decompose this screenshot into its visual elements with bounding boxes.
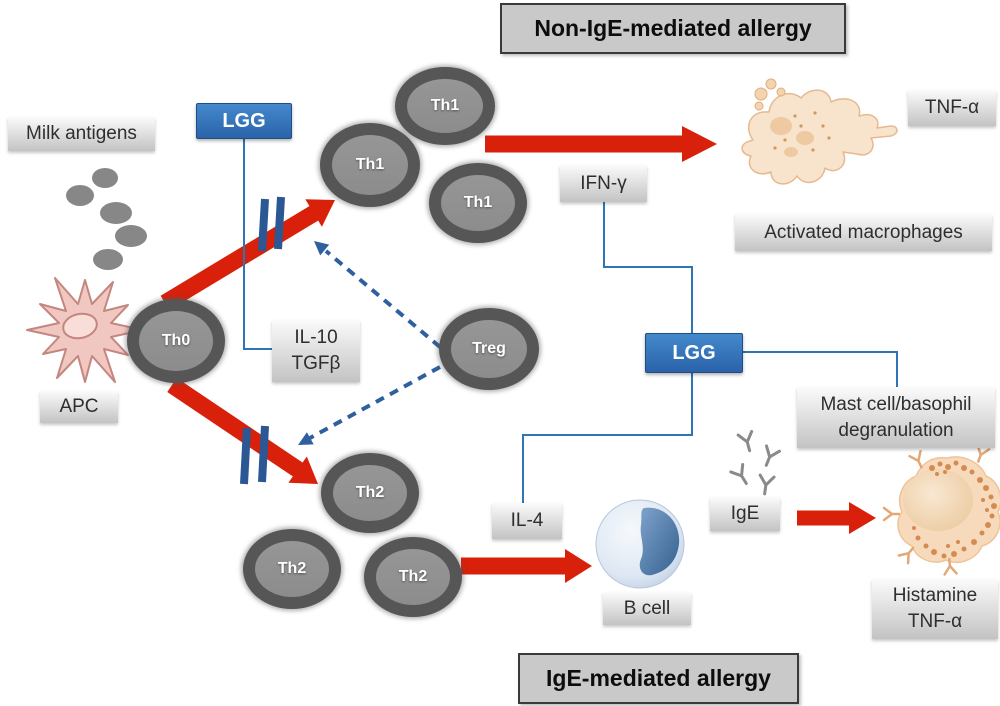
title-non-ige-mediated-allergy: Non-IgE-mediated allergy xyxy=(500,3,846,54)
th2-cell-body xyxy=(333,465,407,521)
apc-text: APC xyxy=(59,396,99,418)
th1-cell-body xyxy=(407,79,483,133)
milk-antigen-particle xyxy=(100,202,132,224)
histamine-text: Histamine xyxy=(892,585,978,607)
histamine-tnf-text: TNF-α xyxy=(907,611,963,632)
th2-cell: Th2 xyxy=(364,537,462,617)
lgg-box-top: LGG xyxy=(196,103,292,139)
il4-label: IL-4 xyxy=(492,503,562,539)
ige-label: IgE xyxy=(710,497,780,531)
ifn-gamma-text: IFN-γ xyxy=(580,172,627,194)
th2-cell-label: Th2 xyxy=(277,560,307,577)
b-cell-label: B cell xyxy=(603,592,691,625)
th1-cell-body xyxy=(441,175,515,231)
tnf-alpha-label: TNF-α xyxy=(908,90,996,126)
th1-cell-label: Th1 xyxy=(355,156,385,173)
activated-macrophages-text: Activated macrophages xyxy=(764,221,963,243)
th0-cell: Th0 xyxy=(127,299,225,383)
apc-label: APC xyxy=(40,391,118,423)
milk-antigen-particle xyxy=(92,168,118,188)
lgg-top-text: LGG xyxy=(222,109,266,132)
ifn-lgg-connector xyxy=(603,202,693,333)
th1-cell: Th1 xyxy=(395,67,495,145)
inhibition-bars-th1 xyxy=(258,196,285,252)
lgg-mid-text: LGG xyxy=(672,341,716,364)
ige-antibody-icon xyxy=(758,473,776,496)
th1-cell-body xyxy=(332,135,408,195)
treg-dashed-arrow-th1 xyxy=(314,241,442,349)
lgg-box-mid: LGG xyxy=(645,333,743,373)
arrow-ige-mastcell xyxy=(797,502,876,534)
fc-receptor-icon xyxy=(882,444,991,576)
treg-cell-label: Treg xyxy=(472,340,506,357)
il4-text: IL-4 xyxy=(510,510,544,532)
milk-antigen-particle xyxy=(66,185,94,206)
arrow-th0-th2 xyxy=(167,377,318,484)
title-bottom-text: IgE-mediated allergy xyxy=(546,665,771,691)
lgg-mast-connector xyxy=(741,351,898,387)
milk-antigens-text: Milk antigens xyxy=(26,123,137,145)
treg-cell-body xyxy=(451,320,527,378)
th1-cell: Th1 xyxy=(320,123,420,207)
il10-tgfb-label: IL-10 TGFβ xyxy=(272,320,360,382)
apc-cell-illustration xyxy=(26,277,144,383)
treg-cell: Treg xyxy=(439,308,539,390)
b-cell-text: B cell xyxy=(623,597,671,619)
mast-degranulation-label: Mast cell/basophil degranulation xyxy=(797,387,995,448)
arrow-th2-bcell xyxy=(461,549,592,583)
ige-text: IgE xyxy=(730,503,760,525)
th1-cell-label: Th1 xyxy=(430,97,460,114)
tnf-alpha-text: TNF-α xyxy=(924,97,980,119)
mast-cell-illustration xyxy=(882,444,1000,576)
th2-cell-label: Th2 xyxy=(398,568,428,585)
activated-macrophages-label: Activated macrophages xyxy=(735,214,992,251)
mast-degranulation-text-1: Mast cell/basophil xyxy=(820,393,972,415)
macrophage-illustration xyxy=(741,78,898,185)
title-top-text: Non-IgE-mediated allergy xyxy=(534,15,812,41)
mast-degranulation-text-2: degranulation xyxy=(838,419,954,441)
th1-cell: Th1 xyxy=(429,163,527,243)
th1-cell-label: Th1 xyxy=(463,194,493,211)
milk-antigens-label: Milk antigens xyxy=(8,117,155,151)
th2-cell-body xyxy=(255,541,329,597)
th2-cell: Th2 xyxy=(243,529,341,609)
th2-cell: Th2 xyxy=(321,453,419,533)
b-cell-illustration xyxy=(595,499,685,589)
inhibition-bars-th2 xyxy=(240,425,269,485)
ige-antibody-icon xyxy=(764,444,781,467)
ige-antibody-icon xyxy=(729,463,748,485)
th0-cell-body xyxy=(139,311,213,371)
th2-cell-label: Th2 xyxy=(355,484,385,501)
ifn-gamma-label: IFN-γ xyxy=(560,165,647,202)
th2-cell-body xyxy=(376,549,450,605)
arrow-th0-th1 xyxy=(160,199,335,311)
tgfb-text: TGFβ xyxy=(291,353,341,374)
ige-antibody-icon xyxy=(736,429,754,453)
th0-cell-label: Th0 xyxy=(161,332,191,349)
title-ige-mediated-allergy: IgE-mediated allergy xyxy=(518,653,799,704)
arrow-th1-macrophage xyxy=(485,126,717,162)
treg-dashed-arrow-th2 xyxy=(298,365,441,445)
il10-text: IL-10 xyxy=(294,327,338,349)
histamine-tnf-label: Histamine TNF-α xyxy=(872,579,998,639)
milk-antigen-particle xyxy=(93,249,123,270)
lgg-il10-connector xyxy=(243,137,272,350)
lgg-il4-connector xyxy=(522,371,693,503)
milk-antigen-particle xyxy=(115,225,147,247)
